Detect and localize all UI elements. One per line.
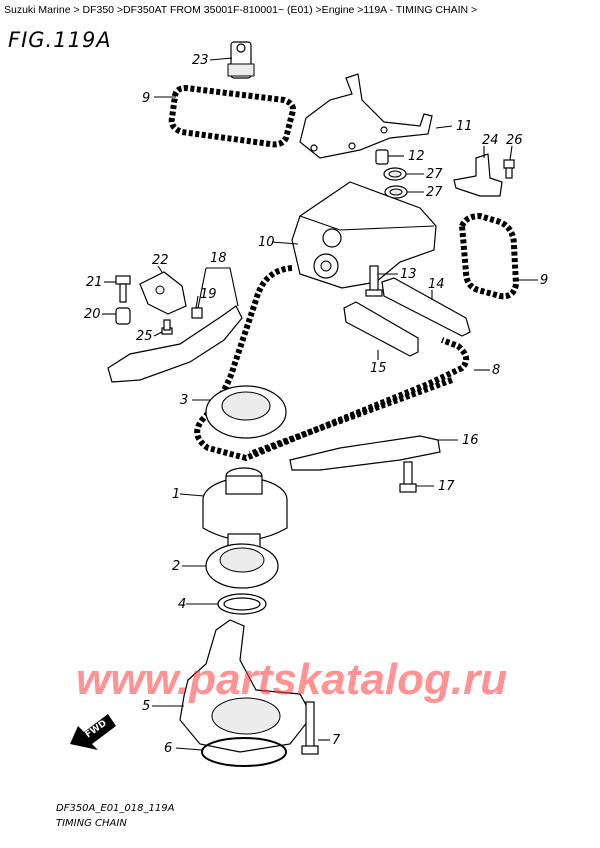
part-20-bushing[interactable] [115, 307, 131, 325]
part-8-main-timing-chain[interactable] [194, 265, 470, 462]
callout-12: 12 [408, 149, 425, 164]
callout-14: 14 [428, 277, 445, 292]
callout-2: 2 [172, 559, 180, 574]
part-9-side-chain[interactable] [458, 212, 520, 300]
part-4-snap-ring[interactable] [217, 593, 267, 615]
part-14-chain-guide[interactable] [381, 277, 471, 337]
part-2-bearing[interactable] [205, 543, 279, 589]
part-10-sprocket-housing[interactable] [291, 181, 437, 289]
callout-3: 3 [180, 393, 188, 408]
leader-lines [102, 57, 538, 751]
part-25-bolt[interactable] [161, 319, 173, 335]
part-11-chain-guide-upper[interactable] [299, 73, 433, 159]
part-12-dowel-pin[interactable] [375, 149, 389, 165]
callout-13: 13 [400, 267, 417, 282]
callout-15: 15 [370, 361, 387, 376]
part-18-tensioner-arm[interactable] [107, 305, 243, 383]
callout-17: 17 [438, 479, 455, 494]
part-27-seal-upper[interactable] [383, 167, 407, 181]
callout-8: 8 [492, 363, 500, 378]
breadcrumb: Suzuki Marine > DF350 >DF350AT FROM 3500… [4, 4, 478, 16]
callout-10: 10 [258, 235, 275, 250]
footer-section-title: TIMING CHAIN [56, 818, 127, 829]
callout-16: 16 [462, 433, 479, 448]
part-23-tensioner-adjuster[interactable] [227, 41, 255, 79]
part-15-chain-guide[interactable] [343, 301, 419, 357]
part-22-tensioner-body[interactable] [139, 271, 187, 315]
part-17-bolt[interactable] [399, 461, 417, 493]
part-13-bolt[interactable] [365, 265, 383, 297]
callout-24: 24 [482, 133, 499, 148]
part-9-upper-chain[interactable] [168, 84, 296, 148]
watermark-text: www.partskatalog.ru [76, 655, 507, 704]
callout-23: 23 [192, 53, 209, 68]
part-24-bracket[interactable] [453, 153, 503, 197]
callout-27-lower: 27 [426, 185, 443, 200]
callout-22: 22 [152, 253, 169, 268]
part-5-lower-housing[interactable] [179, 619, 313, 753]
part-26-bolt[interactable] [503, 159, 515, 179]
callout-27-upper: 27 [426, 167, 443, 182]
callout-7: 7 [332, 733, 341, 748]
fwd-arrow-icon: FWD [70, 714, 116, 750]
callout-1: 1 [172, 487, 180, 502]
callout-9: 9 [142, 91, 150, 106]
part-16-chain-guide-lower[interactable] [289, 435, 441, 471]
callout-21: 21 [86, 275, 103, 290]
footer-drawing-code: DF350A_E01_018_119A [56, 803, 175, 814]
callout-labels: 1 2 3 4 5 6 7 8 9 10 11 12 13 14 15 16 1… [84, 53, 548, 756]
callout-11: 11 [456, 119, 473, 134]
part-3-bearing[interactable] [205, 385, 287, 439]
part-6-o-ring[interactable] [201, 737, 287, 767]
figure-title: FIG.119A [8, 28, 112, 52]
callout-18: 18 [210, 251, 227, 266]
part-1-crank-sprocket[interactable] [202, 467, 288, 549]
callout-5: 5 [142, 699, 150, 714]
part-21-bolt[interactable] [115, 275, 131, 303]
callout-9-right: 9 [540, 273, 548, 288]
callout-4: 4 [178, 597, 186, 612]
callout-6: 6 [164, 741, 172, 756]
callout-20: 20 [84, 307, 101, 322]
callout-19: 19 [200, 287, 217, 302]
part-19-clip[interactable] [191, 307, 203, 319]
part-7-bolt[interactable] [301, 701, 319, 755]
callout-26: 26 [506, 133, 523, 148]
callout-25: 25 [136, 329, 153, 344]
